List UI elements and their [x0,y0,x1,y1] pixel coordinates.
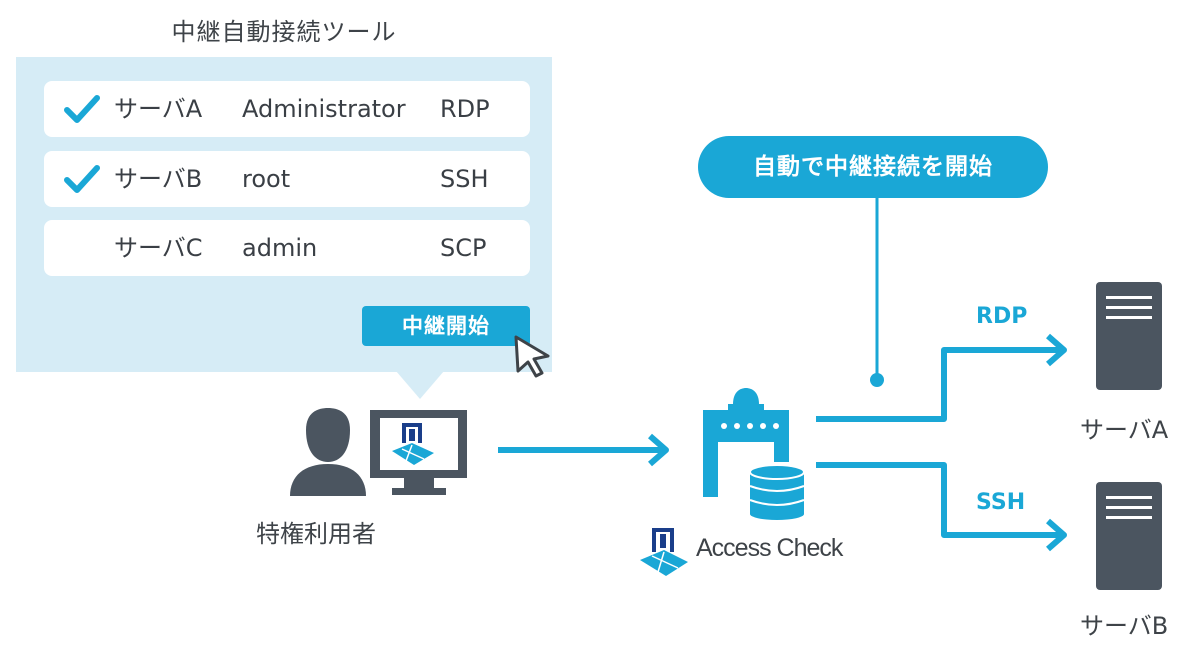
ssh-connection-line [816,462,1067,552]
server-row-a[interactable]: サーバA Administrator RDP [44,81,530,137]
server-b-label: サーバB [1080,612,1169,640]
monitor-icon [370,410,467,495]
rdp-connection-line [816,333,1067,422]
check-icon [64,165,100,193]
server-name: サーバA [114,95,203,123]
check-icon [64,95,100,123]
ssh-label: SSH [976,490,1026,515]
account-name: admin [242,234,318,262]
account-name: root [242,165,291,193]
access-check-logo [640,528,688,576]
server-icon [1096,482,1162,590]
auto-connect-connector [870,198,884,387]
account-name: Administrator [242,95,406,123]
relay-start-button[interactable]: 中継開始 [362,306,530,346]
protocol-name: SCP [440,234,487,262]
server-icon [1096,282,1162,390]
panel-callout-tail [396,371,444,399]
person-icon [290,408,366,496]
privileged-user-label: 特権利用者 [256,520,376,548]
server-name: サーバC [114,234,203,262]
auto-connect-label: 自動で中継接続を開始 [698,136,1048,198]
server-row-c[interactable]: サーバC admin SCP [44,220,530,276]
relay-arrow [498,433,669,467]
protocol-name: SSH [440,165,489,193]
server-name: サーバB [114,165,203,193]
product-name: Access Check [696,534,843,562]
protocol-name: RDP [440,95,490,123]
gate-icon [703,388,789,497]
database-icon [749,464,805,520]
panel-title: 中継自動接続ツール [171,18,397,46]
server-row-b[interactable]: サーバB root SSH [44,151,530,207]
server-a-label: サーバA [1080,416,1169,444]
rdp-label: RDP [976,304,1028,329]
cursor-icon [514,335,550,378]
